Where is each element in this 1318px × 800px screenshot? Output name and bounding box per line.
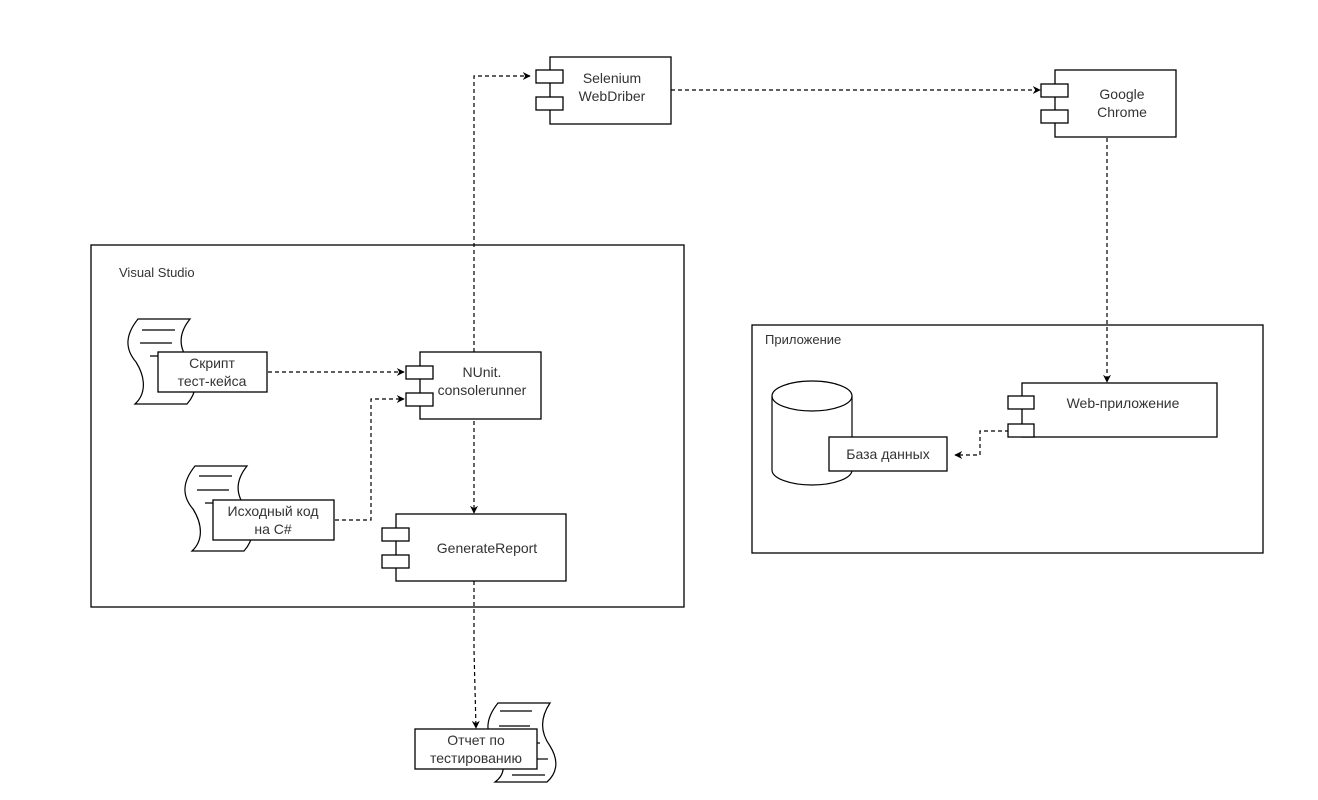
component-label: consolerunner (438, 382, 527, 398)
component-label: Web-приложение (1067, 395, 1180, 411)
component-label: Google (1099, 86, 1144, 102)
document-label: на C# (254, 521, 292, 537)
container-visual-studio[interactable]: Visual Studio (90, 244, 685, 608)
port-icon (535, 69, 564, 84)
container-app[interactable]: Приложение (751, 324, 1264, 554)
document-source-code[interactable]: Исходный код на C# (184, 465, 335, 552)
component-label: Selenium (583, 70, 641, 86)
edge-web-app-to-database (954, 430, 1009, 459)
container-label-visual-studio: Visual Studio (119, 265, 195, 280)
component-chrome[interactable]: Google Chrome (1040, 69, 1177, 138)
database-node[interactable]: База данных (771, 380, 948, 486)
port-icon (405, 365, 434, 380)
edge-generate-report-to-test-report (471, 581, 480, 729)
document-label: Исходный код (228, 503, 319, 519)
edge-nunit-to-selenium (473, 72, 531, 352)
edge-source-code-to-nunit (335, 395, 405, 521)
port-icon (381, 554, 410, 569)
port-icon (1040, 83, 1069, 98)
port-icon (1007, 395, 1035, 410)
component-label: WebDriber (579, 88, 646, 104)
document-label: тестированию (430, 750, 522, 766)
component-label: Chrome (1097, 104, 1147, 120)
component-nunit[interactable]: NUnit. consolerunner (405, 351, 542, 420)
component-selenium[interactable]: Selenium WebDriber (535, 56, 672, 125)
port-icon (1007, 423, 1035, 438)
database-label: База данных (846, 446, 929, 462)
port-icon (535, 96, 564, 111)
document-test-script[interactable]: Скрипт тест-кейса (127, 318, 268, 405)
port-icon (1040, 109, 1069, 124)
document-label: Отчет по (447, 732, 505, 748)
port-icon (381, 527, 410, 542)
port-icon (405, 392, 434, 407)
component-label: NUnit. (463, 364, 502, 380)
component-generate-report[interactable]: GenerateReport (381, 513, 567, 582)
document-test-report[interactable]: Отчет по тестированию (414, 702, 557, 783)
document-label: тест-кейса (178, 373, 247, 389)
container-label-app: Приложение (765, 332, 841, 347)
component-label: GenerateReport (437, 540, 538, 556)
document-label: Скрипт (189, 355, 235, 371)
component-web-app[interactable]: Web-приложение (1007, 382, 1218, 438)
